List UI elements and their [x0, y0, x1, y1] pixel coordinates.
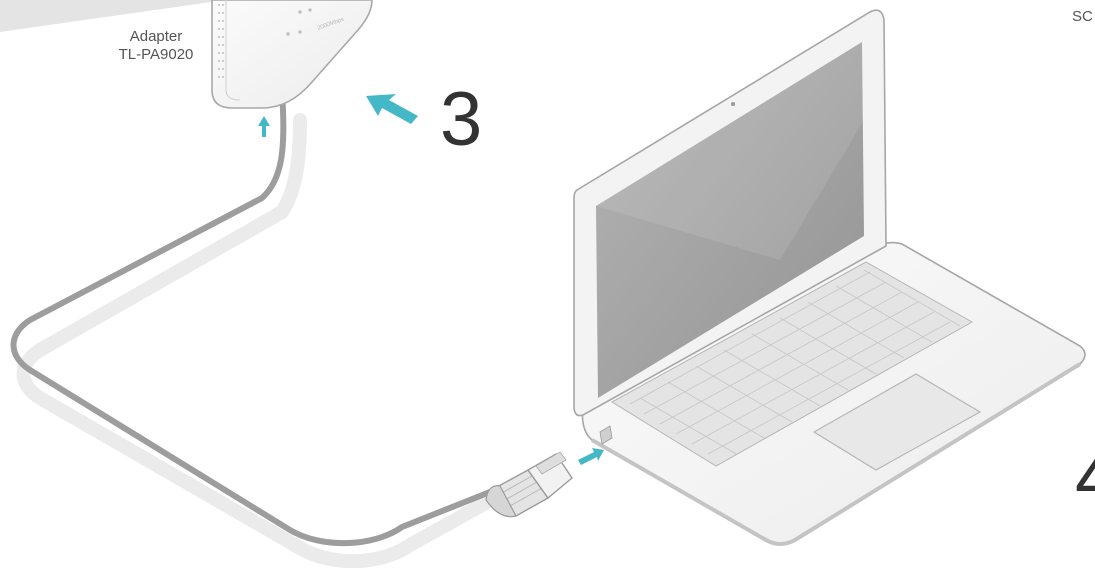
led-icon: [298, 10, 301, 13]
laptop: [574, 10, 1085, 544]
led-icon: [298, 30, 301, 33]
step-number-3: 3: [440, 82, 482, 158]
arrow-icon: [578, 448, 604, 465]
powerline-adapter: 2000Mbps: [212, 0, 372, 108]
step-number-4: 4: [1075, 440, 1095, 516]
adapter-label-name: Adapter: [86, 28, 226, 46]
adapter-label-model: TL-PA9020: [86, 46, 226, 64]
webcam-icon: [731, 102, 735, 106]
cable-shadow: [24, 120, 501, 561]
adapter-label: Adapter TL-PA9020: [86, 28, 226, 64]
corner-text: SC: [1072, 8, 1093, 25]
led-icon: [308, 8, 311, 11]
ethernet-plug: [486, 452, 572, 517]
led-icon: [286, 32, 289, 35]
arrow-icon: [366, 94, 418, 124]
arrow-up-icon: [258, 116, 270, 137]
